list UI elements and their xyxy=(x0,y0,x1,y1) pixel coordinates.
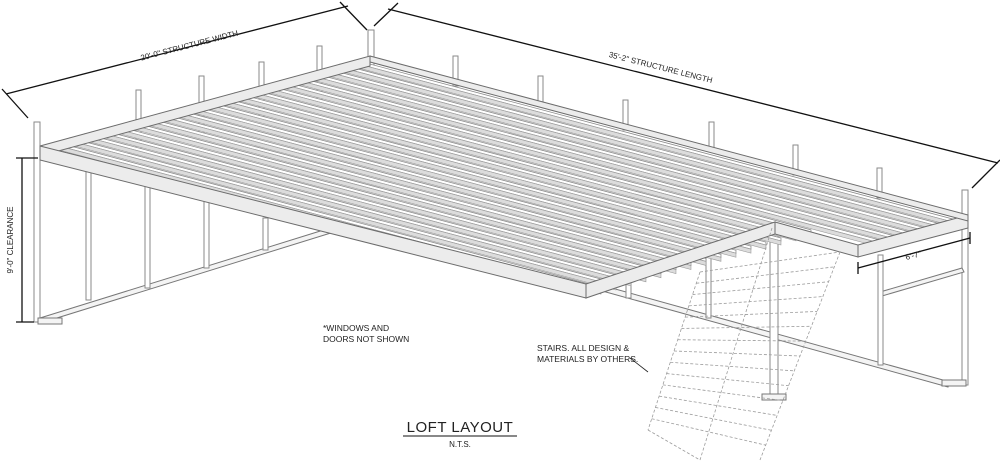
stair-stringer xyxy=(647,271,701,431)
clearance-dimension-label: 9'-0" CLEARANCE xyxy=(6,206,15,273)
length-extension xyxy=(373,2,399,27)
post-back xyxy=(876,167,883,199)
post-under xyxy=(262,217,269,251)
stair-tread xyxy=(666,373,789,387)
post-back xyxy=(452,55,459,87)
post-front-left xyxy=(33,121,41,323)
stair-tread xyxy=(651,418,766,446)
rim-beam-back-right xyxy=(369,55,969,222)
floor-beam-left xyxy=(39,227,335,323)
width-extension xyxy=(1,88,29,119)
length-dimension-label: 35'-2" STRUCTURE LENGTH xyxy=(608,50,714,85)
stair-tread xyxy=(699,251,841,273)
windows-note-line1: *WINDOWS AND xyxy=(323,323,389,333)
stair-stringer xyxy=(699,227,773,461)
stair-tread xyxy=(692,281,829,295)
lower-frame xyxy=(37,159,967,401)
stairs-note-line2: MATERIALS BY OTHERS. xyxy=(537,354,638,364)
stair-tread xyxy=(662,384,783,401)
drawing-title: LOFT LAYOUT xyxy=(407,419,514,436)
stair-tread xyxy=(673,350,801,357)
windows-note-line2: DOORS NOT SHOWN xyxy=(323,334,409,344)
stairs-note-leader xyxy=(629,357,649,373)
post-under xyxy=(203,197,210,269)
stair-stringer xyxy=(647,429,701,461)
length-extension xyxy=(971,159,1000,189)
post-stair-support xyxy=(769,231,779,398)
stair-tread xyxy=(659,395,778,416)
width-dimension-label: 20'-0" STRUCTURE WIDTH xyxy=(140,29,240,63)
stair-tread xyxy=(655,407,772,431)
base-plate xyxy=(761,393,787,401)
rim-beam-right-end xyxy=(857,214,969,258)
stairs-dashed xyxy=(647,227,841,461)
post-under xyxy=(144,177,151,289)
width-dimension-line xyxy=(5,5,349,95)
stair-tread xyxy=(677,339,806,342)
stair-tread xyxy=(670,361,795,372)
post-under xyxy=(85,159,92,301)
stair-tread xyxy=(681,325,812,329)
floor-beam-front xyxy=(587,281,951,388)
base-plate xyxy=(941,379,967,387)
stair-tread xyxy=(685,311,818,318)
stairs-note-line1: STAIRS. ALL DESIGN & xyxy=(537,343,629,353)
deck-edges xyxy=(39,55,969,299)
base-plate xyxy=(37,317,63,325)
width-extension xyxy=(339,1,368,31)
opening-dimension-label: 6'-7" xyxy=(904,249,922,262)
stair-tread xyxy=(696,266,835,284)
floor-beam-right xyxy=(879,267,965,297)
scale-note: N.T.S. xyxy=(449,440,471,449)
opening-dimension-line xyxy=(857,237,971,269)
dimension-lines xyxy=(1,1,1000,323)
stair-tread xyxy=(688,296,823,307)
length-dimension-line xyxy=(387,8,999,164)
post-under xyxy=(877,254,884,366)
